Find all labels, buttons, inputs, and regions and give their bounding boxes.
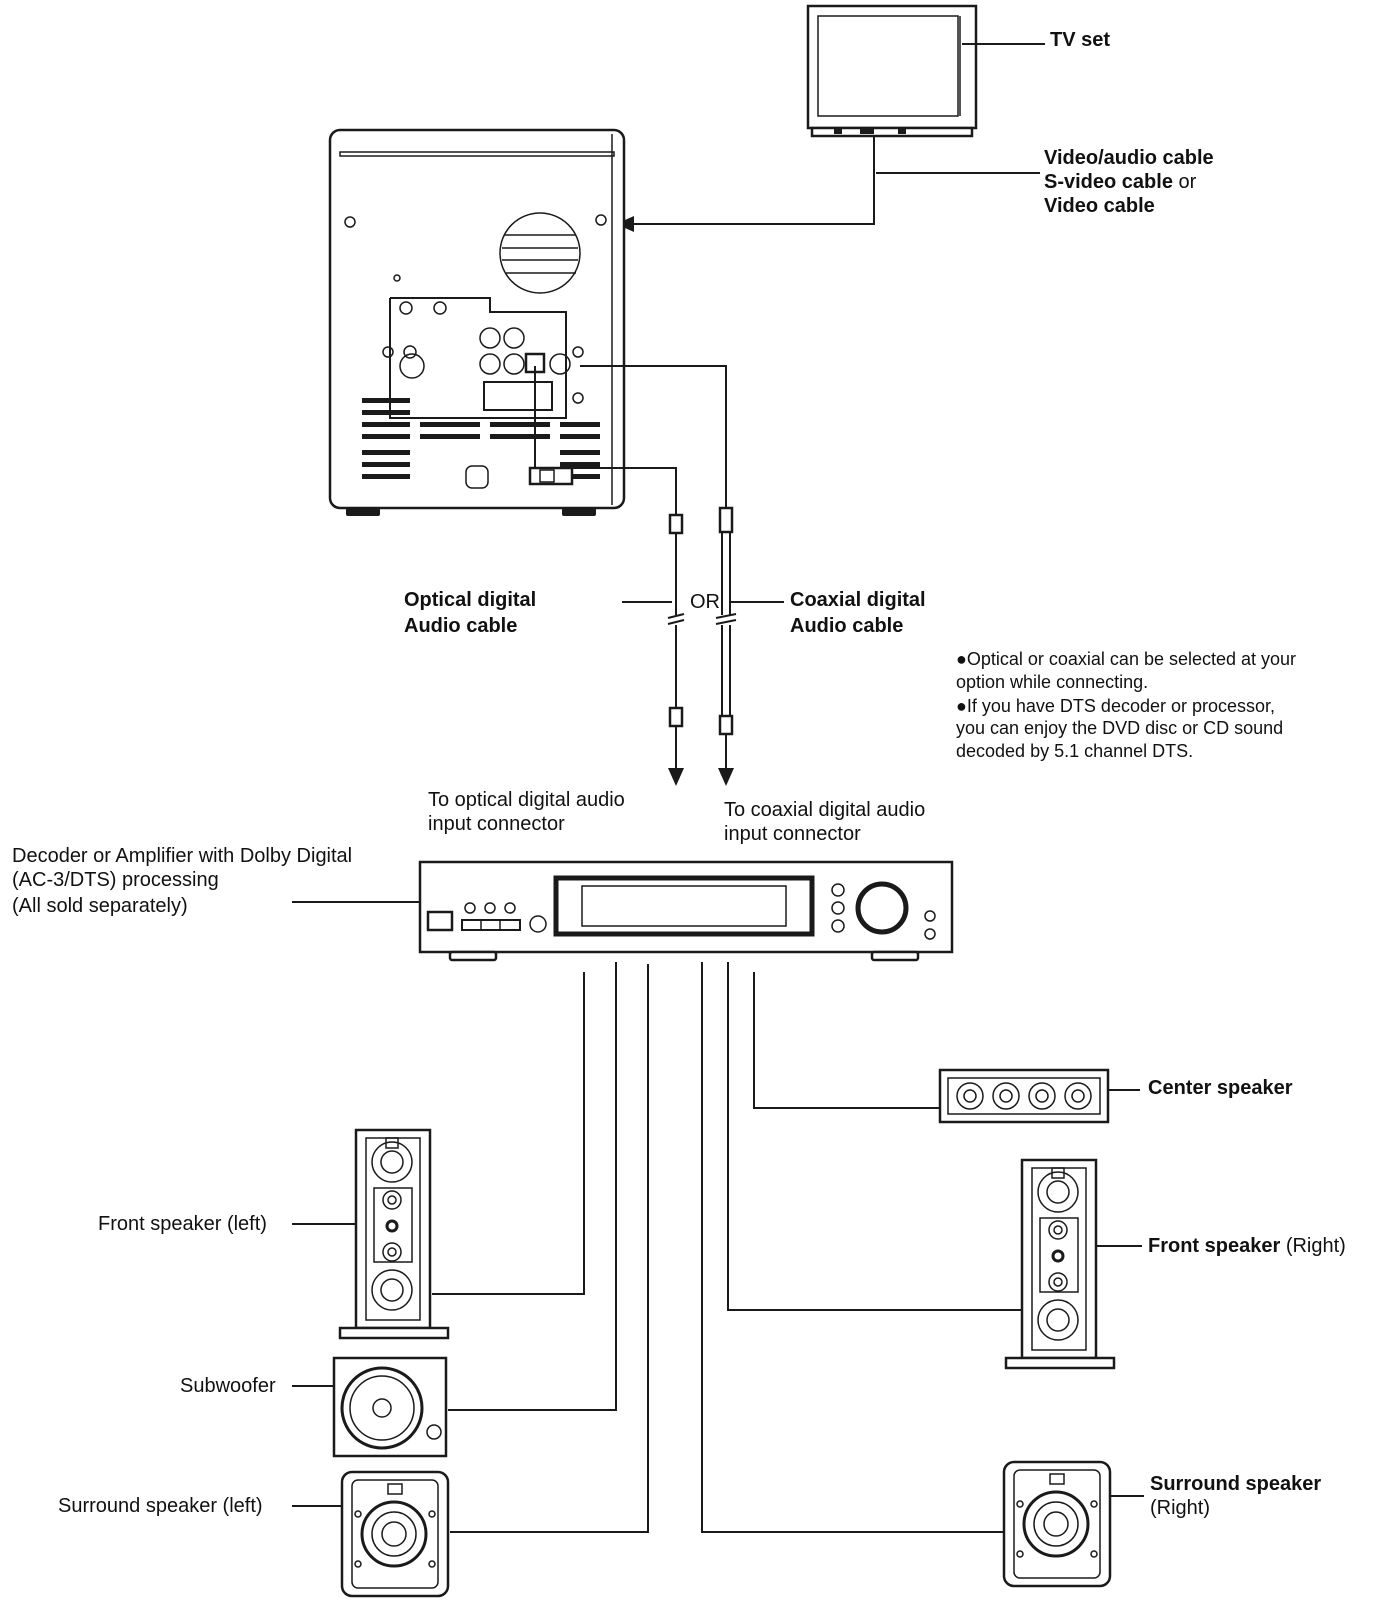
- to-optical-label-1: To optical digital audio: [428, 789, 625, 811]
- front-left-label: Front speaker (left): [98, 1213, 267, 1235]
- wire-front-right: [727, 962, 1022, 1311]
- tv-icon: [806, 4, 978, 138]
- front-right-label: Front speaker (Right): [1148, 1234, 1346, 1258]
- subwoofer-icon: [332, 1356, 448, 1458]
- optical-cable-label-2: Audio cable: [404, 615, 518, 637]
- coaxial-cable-label-2: Audio cable: [790, 615, 904, 637]
- av-receiver-icon: [418, 860, 954, 962]
- or-word: or: [1172, 171, 1197, 193]
- wire-front-left: [432, 972, 585, 1295]
- or-label: OR: [690, 591, 720, 613]
- subwoofer-label: Subwoofer: [180, 1375, 276, 1397]
- center-speaker-icon: [938, 1068, 1110, 1124]
- decoder-label-3: (All sold separately): [12, 895, 188, 917]
- tv-set-label: TV set: [1050, 29, 1111, 51]
- front-right-speaker-icon: [1004, 1158, 1116, 1370]
- wire-surround-left: [450, 964, 649, 1533]
- dvd-player-rear-panel-icon: [328, 128, 626, 516]
- surround-left-speaker-icon: [340, 1470, 450, 1598]
- note-2-line-1: ●If you have DTS decoder or processor,: [956, 696, 1276, 716]
- video-cable-label-1: Video/audio cable: [1044, 147, 1214, 169]
- surround-left-label: Surround speaker (left): [58, 1495, 263, 1517]
- note-2-line-2: you can enjoy the DVD disc or CD sound: [956, 718, 1284, 738]
- surround-right-label-1: Surround speaker: [1150, 1473, 1322, 1495]
- to-coaxial-label-1: To coaxial digital audio: [724, 799, 926, 821]
- optical-cable-line: [534, 366, 685, 786]
- center-speaker-label: Center speaker: [1148, 1077, 1293, 1099]
- wire-subwoofer: [448, 962, 617, 1411]
- note-1-line-2: option while connecting.: [956, 672, 1149, 692]
- video-cable-label-3: Video cable: [1044, 195, 1155, 217]
- optical-cable-label-1: Optical digital: [404, 589, 537, 611]
- front-left-speaker-icon: [338, 1128, 450, 1340]
- front-right-label-main: Front speaker: [1148, 1235, 1281, 1257]
- surround-right-speaker-icon: [1002, 1460, 1112, 1588]
- note-2-line-3: decoded by 5.1 channel DTS.: [956, 741, 1194, 761]
- note-1-line-1: ●Optical or coaxial can be selected at y…: [956, 649, 1297, 669]
- decoder-label-2: (AC-3/DTS) processing: [12, 869, 219, 891]
- wire-surround-right: [701, 962, 1004, 1533]
- to-optical-label-2: input connector: [428, 813, 565, 835]
- to-coaxial-label-2: input connector: [724, 823, 861, 845]
- video-cable-line: [616, 137, 875, 232]
- decoder-label-1: Decoder or Amplifier with Dolby Digital: [12, 845, 353, 867]
- front-right-label-side: (Right): [1280, 1235, 1346, 1257]
- coaxial-cable-label-1: Coaxial digital: [790, 589, 926, 611]
- surround-right-label-2: (Right): [1150, 1497, 1211, 1519]
- s-video-label: S-video cable: [1044, 171, 1173, 193]
- video-cable-label-2: S-video cable or: [1044, 170, 1196, 194]
- wire-center: [753, 972, 940, 1109]
